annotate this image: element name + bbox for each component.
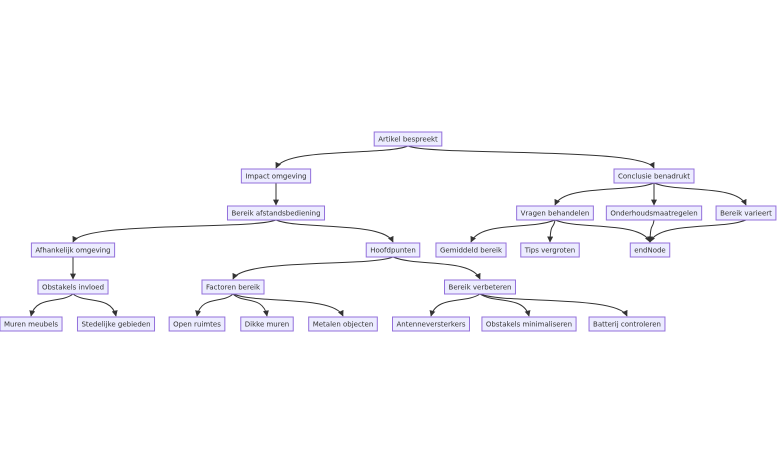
edge-hoofdpunten-to-factoren xyxy=(232,256,394,280)
node-box xyxy=(605,205,703,221)
node-varieert: Bereik varieert xyxy=(715,205,777,221)
node-label: endNode xyxy=(634,247,665,255)
node-dikke-muren: Dikke muren xyxy=(240,316,294,332)
node-box xyxy=(588,316,666,332)
node-box xyxy=(76,316,156,332)
edge-artikel-to-conclusie xyxy=(407,145,655,169)
node-label: Open ruimtes xyxy=(173,321,221,329)
node-label: Onderhoudsmaatregelen xyxy=(610,210,697,218)
node-label: Obstakels invloed xyxy=(42,284,104,292)
edge-factoren-to-dikke-muren xyxy=(232,293,269,317)
node-obstakels-min: Obstakels minimaliseren xyxy=(481,316,577,332)
node-label: Tips vergroten xyxy=(524,247,575,255)
node-box xyxy=(516,205,594,221)
node-box xyxy=(201,279,265,295)
node-box xyxy=(520,242,580,258)
node-endnode: endNode xyxy=(629,242,671,258)
node-antenne: Antenneversterkers xyxy=(392,316,470,332)
node-box xyxy=(37,279,109,295)
edge-vragen-to-gemiddeld xyxy=(470,219,556,243)
node-hoofdpunten: Hoofdpunten xyxy=(365,242,421,258)
node-metalen: Metalen objecten xyxy=(308,316,378,332)
node-box xyxy=(365,242,421,258)
node-box xyxy=(613,168,695,184)
node-label: Stedelijke gebieden xyxy=(81,321,150,329)
edge-factoren-to-metalen xyxy=(232,293,344,317)
node-box xyxy=(30,242,116,258)
node-muren-meubels: Muren meubels xyxy=(0,316,63,332)
node-impact: Impact omgeving xyxy=(240,168,312,184)
node-label: Obstakels minimaliseren xyxy=(486,321,572,329)
edge-artikel-to-impact xyxy=(275,145,409,169)
edge-verbeteren-to-obstakels-min xyxy=(479,293,531,317)
node-label: Bereik varieert xyxy=(720,210,772,218)
node-box xyxy=(435,242,507,258)
node-label: Antenneversterkers xyxy=(397,321,466,329)
node-box xyxy=(240,316,294,332)
edge-hoofdpunten-to-verbeteren xyxy=(392,256,481,280)
edge-vragen-to-endnode xyxy=(554,219,651,243)
node-afhankelijk: Afhankelijk omgeving xyxy=(30,242,116,258)
node-box xyxy=(481,316,577,332)
node-box xyxy=(240,168,312,184)
edge-varieert-to-endnode xyxy=(649,219,747,243)
node-label: Hoofdpunten xyxy=(370,247,416,255)
edge-obstakels-invloed-to-muren-meubels xyxy=(29,293,74,317)
node-box xyxy=(226,205,326,221)
edge-verbeteren-to-antenne xyxy=(429,293,481,317)
node-label: Bereik afstandsbediening xyxy=(231,210,320,218)
node-label: Factoren bereik xyxy=(206,284,261,292)
node-factoren: Factoren bereik xyxy=(201,279,265,295)
edge-bereik-to-afhankelijk xyxy=(72,219,277,243)
node-tips: Tips vergroten xyxy=(520,242,580,258)
node-label: Bereik verbeteren xyxy=(449,284,512,292)
edge-vragen-to-tips xyxy=(547,219,556,243)
node-vragen: Vragen behandelen xyxy=(516,205,594,221)
node-label: Vragen behandelen xyxy=(521,210,590,218)
node-label: Batterij controleren xyxy=(593,321,661,329)
node-gemiddeld: Gemiddeld bereik xyxy=(435,242,507,258)
node-open-ruimtes: Open ruimtes xyxy=(168,316,226,332)
node-label: Gemiddeld bereik xyxy=(440,247,503,255)
node-label: Conclusie benadrukt xyxy=(618,173,690,181)
edge-verbeteren-to-batterij xyxy=(479,293,628,317)
node-label: Afhankelijk omgeving xyxy=(35,247,110,255)
node-box xyxy=(168,316,226,332)
node-label: Impact omgeving xyxy=(245,173,306,181)
node-box xyxy=(308,316,378,332)
edge-conclusie-to-varieert xyxy=(653,182,747,206)
node-box xyxy=(444,279,516,295)
edge-obstakels-invloed-to-stedelijke xyxy=(72,293,118,317)
edge-conclusie-to-vragen xyxy=(554,182,655,206)
node-box xyxy=(0,316,63,332)
node-box xyxy=(392,316,470,332)
node-bereik: Bereik afstandsbediening xyxy=(226,205,326,221)
edge-factoren-to-open-ruimtes xyxy=(195,293,234,317)
node-label: Artikel bespreekt xyxy=(378,136,438,144)
node-onderhoud: Onderhoudsmaatregelen xyxy=(605,205,703,221)
node-stedelijke: Stedelijke gebieden xyxy=(76,316,156,332)
node-obstakels-invloed: Obstakels invloed xyxy=(37,279,109,295)
node-label: Metalen objecten xyxy=(313,321,374,329)
node-box xyxy=(715,205,777,221)
node-batterij: Batterij controleren xyxy=(588,316,666,332)
node-conclusie: Conclusie benadrukt xyxy=(613,168,695,184)
edges-layer xyxy=(29,145,747,317)
node-label: Dikke muren xyxy=(245,321,289,329)
node-label: Muren meubels xyxy=(4,321,58,329)
node-box xyxy=(629,242,671,258)
node-box xyxy=(373,131,443,147)
node-verbeteren: Bereik verbeteren xyxy=(444,279,516,295)
edge-bereik-to-hoofdpunten xyxy=(275,219,394,243)
node-artikel: Artikel bespreekt xyxy=(373,131,443,147)
